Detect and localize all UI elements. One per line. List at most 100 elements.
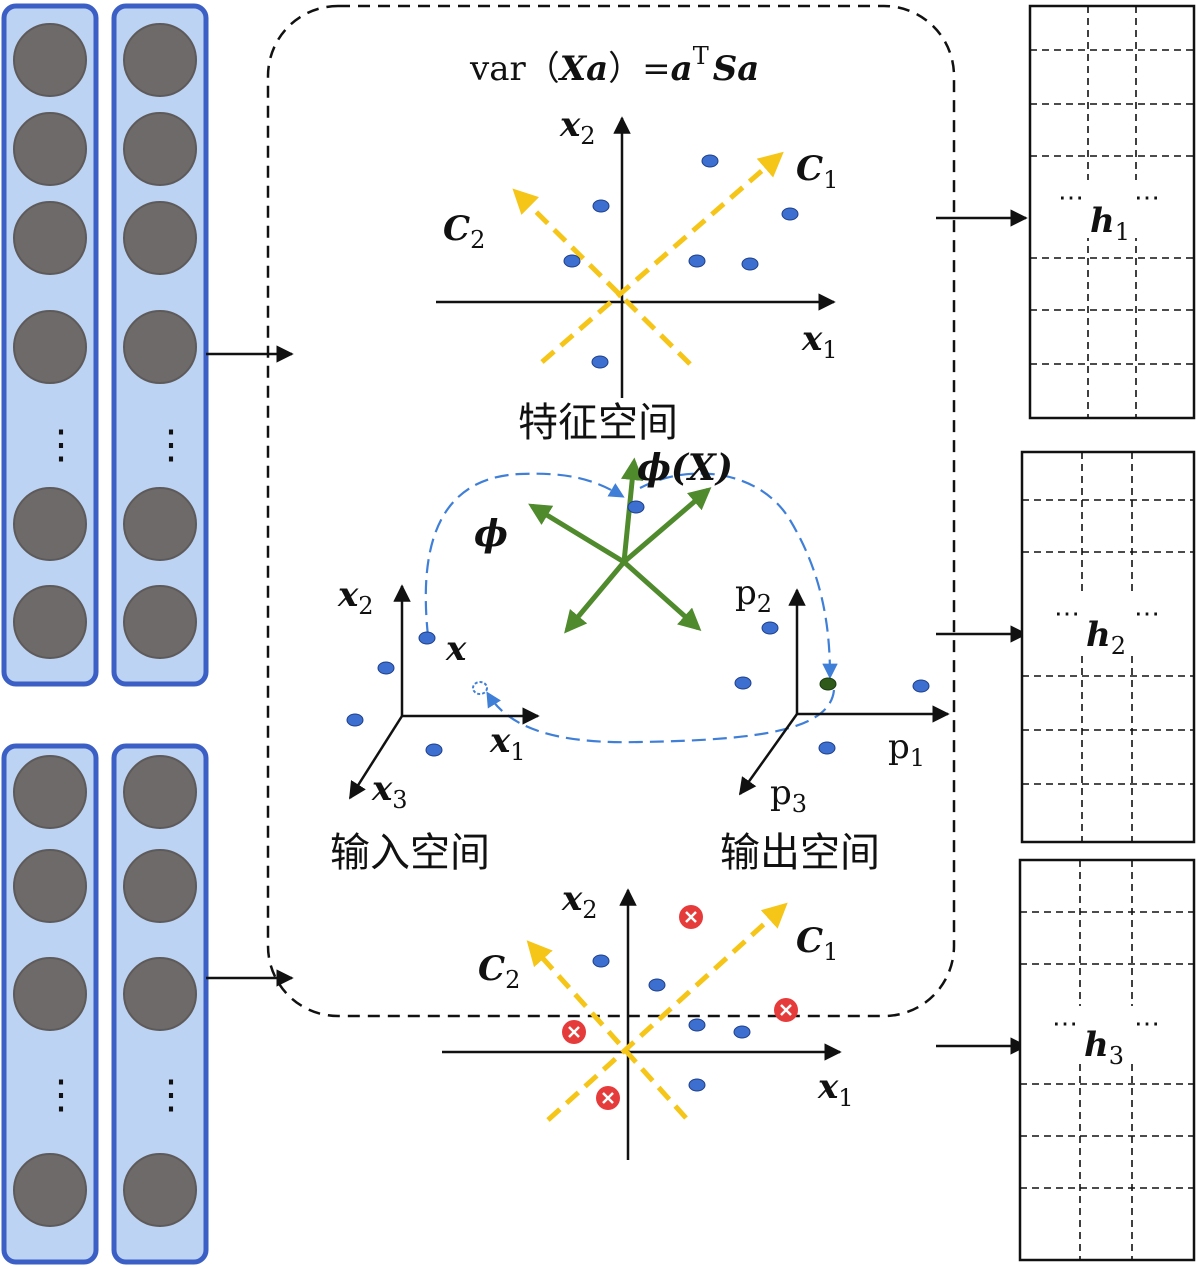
feature-map-1: ⋯ ⋯ h1 xyxy=(1028,4,1196,420)
feature-map-dots: ⋯ xyxy=(1134,599,1160,629)
column-ellipsis: ⋮ xyxy=(151,1072,191,1118)
data-point xyxy=(734,676,752,690)
reconstructed-point xyxy=(472,681,488,695)
data-point xyxy=(592,954,610,968)
feature-map-3: ⋯ ⋯ h3 xyxy=(1018,858,1196,1262)
kernel-vector xyxy=(622,560,702,631)
kernel-vector xyxy=(622,487,712,564)
top-c1-label: C1 xyxy=(796,149,838,194)
data-point xyxy=(733,1025,751,1039)
phi-label: ϕ xyxy=(474,513,508,555)
inverse-mapping-arc xyxy=(486,689,836,744)
output-p3-label: p3 xyxy=(770,773,807,818)
data-point xyxy=(377,661,395,675)
top-c2-axis xyxy=(512,188,692,366)
feature-map-label: h1 xyxy=(1090,201,1130,246)
column-ellipsis: ⋮ xyxy=(41,1072,81,1118)
feature-map-dots: ⋯ xyxy=(1134,183,1160,213)
data-point xyxy=(688,254,706,268)
node xyxy=(13,849,87,923)
node xyxy=(123,1153,197,1227)
feature-map-2: ⋯ ⋯ h2 xyxy=(1020,450,1196,844)
outlier-point xyxy=(679,905,703,929)
outlier-point xyxy=(596,1086,620,1110)
column-ellipsis: ⋮ xyxy=(151,422,191,468)
bottom-x-label: x1 xyxy=(817,1067,854,1112)
top-c2-label: C2 xyxy=(443,209,485,254)
outlier-point xyxy=(774,998,798,1022)
input-point-label: x xyxy=(445,629,467,669)
data-point xyxy=(701,154,719,168)
data-point xyxy=(688,1018,706,1032)
kernel-vectors xyxy=(528,457,712,634)
bottom-points xyxy=(592,954,751,1092)
node xyxy=(123,755,197,829)
data-point xyxy=(818,741,836,755)
data-point xyxy=(591,355,609,369)
top-x-label: x1 xyxy=(801,319,838,364)
data-point xyxy=(761,621,779,635)
input-x2-label: x2 xyxy=(337,575,374,620)
data-point xyxy=(648,978,666,992)
node xyxy=(13,112,87,186)
bottom-c1-axis xyxy=(546,902,788,1122)
node xyxy=(13,487,87,561)
output-points xyxy=(734,621,930,755)
top-points xyxy=(563,154,799,369)
input-points xyxy=(346,631,443,757)
phi-mapping-arc xyxy=(424,472,625,637)
node xyxy=(123,957,197,1031)
feature-map-dots: ⋯ xyxy=(1058,183,1084,213)
input-columns-top: ⋮ ⋮ xyxy=(1,3,209,687)
node xyxy=(13,1153,87,1227)
top-pca-plot: x2 x1 C1 C2 xyxy=(436,105,838,398)
input-columns-bottom: ⋮ ⋮ xyxy=(1,743,209,1265)
kernel-vector xyxy=(528,503,626,565)
top-y-label: x2 xyxy=(559,105,596,150)
node xyxy=(123,201,197,275)
data-point xyxy=(688,1078,706,1092)
output-space-plot: p2 p1 p3 输出空间 xyxy=(720,573,950,876)
node xyxy=(13,585,87,659)
data-point xyxy=(563,254,581,268)
input-x3-label: x3 xyxy=(371,769,408,814)
kernel-vector xyxy=(621,457,644,563)
bottom-c2-axis xyxy=(526,940,688,1120)
output-space-title: 输出空间 xyxy=(720,830,880,876)
outlier-point xyxy=(562,1020,586,1044)
bottom-y-label: x2 xyxy=(561,879,598,924)
node xyxy=(123,310,197,384)
bottom-c2-label: C2 xyxy=(478,949,520,994)
column-top-2-nodes xyxy=(123,23,197,659)
node xyxy=(123,112,197,186)
column-top-1-nodes xyxy=(13,23,87,659)
input-x3-axis xyxy=(348,715,404,800)
data-point xyxy=(741,257,759,271)
data-point xyxy=(425,743,443,757)
projected-point xyxy=(819,677,837,691)
bottom-c1-label: C1 xyxy=(796,921,838,966)
feature-map-dots: ⋯ xyxy=(1052,1009,1078,1039)
feature-map-label: h3 xyxy=(1084,1025,1124,1070)
input-space-title: 输入空间 xyxy=(330,830,490,876)
kernel-vector xyxy=(564,560,626,634)
feature-map-dots: ⋯ xyxy=(1054,599,1080,629)
output-p2-label: p2 xyxy=(735,573,772,618)
data-point xyxy=(781,207,799,221)
kernel-pca-box xyxy=(266,4,956,1018)
input-space-plot: x2 x1 x3 x 输入空间 xyxy=(330,575,540,876)
data-point xyxy=(346,713,364,727)
feature-map-dots: ⋯ xyxy=(1134,1009,1160,1039)
input-x1-label: x1 xyxy=(489,721,526,766)
node xyxy=(123,487,197,561)
column-bottom-nodes xyxy=(13,755,197,1227)
feature-space-title: 特征空间 xyxy=(518,400,678,446)
feature-map-label: h2 xyxy=(1086,615,1126,660)
node xyxy=(123,849,197,923)
data-point xyxy=(912,679,930,693)
bottom-pca-plot: x2 x1 C1 C2 xyxy=(442,879,854,1160)
node xyxy=(13,23,87,97)
phi-x-label: ϕ(X) xyxy=(637,447,733,489)
